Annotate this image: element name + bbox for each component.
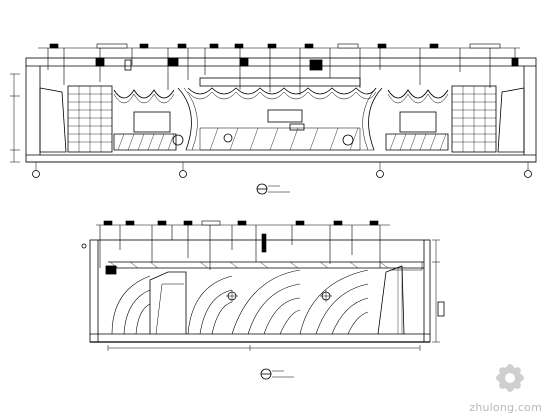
bottom-title-symbol [260,368,294,380]
bottom-light-fixtures [226,290,332,302]
top-title-symbol [256,183,290,195]
top-callouts [38,43,520,95]
bottom-callouts [96,220,390,270]
top-elevation [10,43,537,195]
watermark-text: zhulong.com [469,401,542,414]
bottom-elevation [81,220,445,380]
flower-logo-icon [496,364,524,392]
